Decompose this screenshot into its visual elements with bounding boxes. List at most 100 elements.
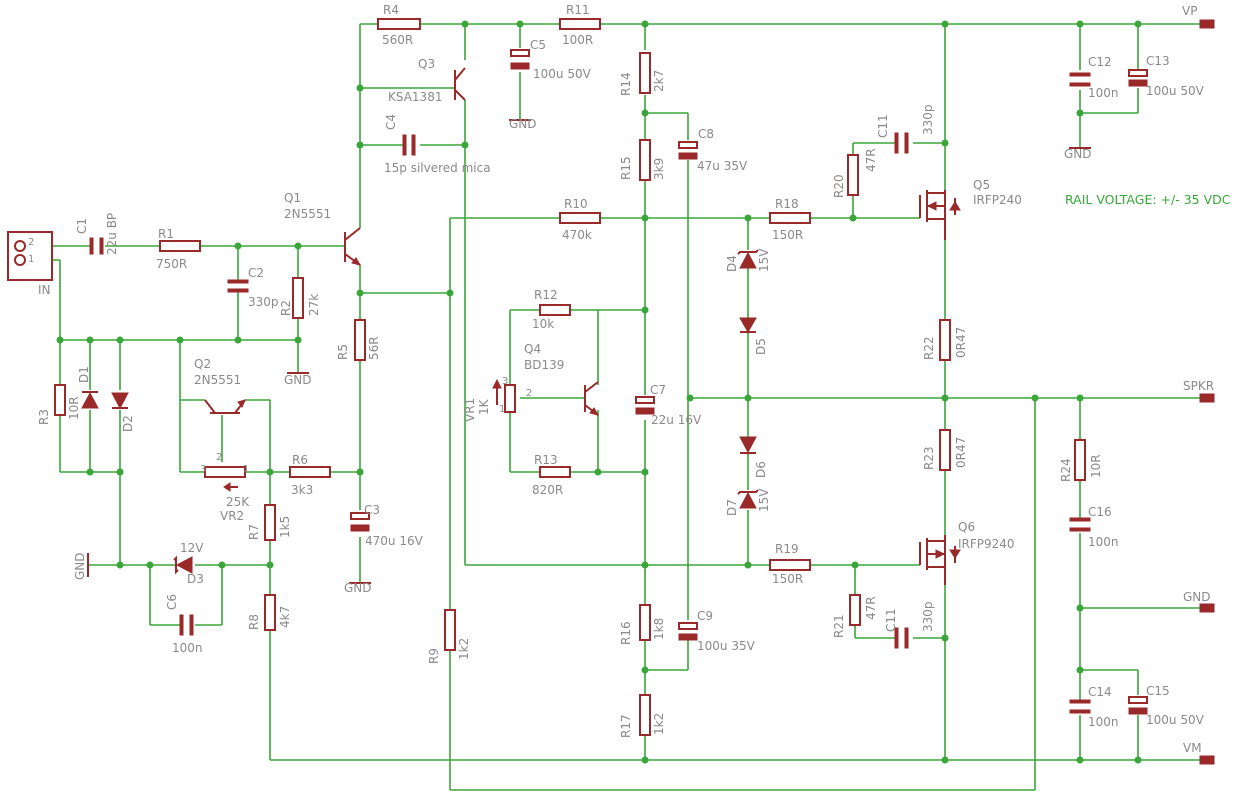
R16-ref: R16: [619, 621, 633, 645]
C12-ref: C12: [1088, 55, 1112, 69]
Q6-value: IRFP9240: [958, 537, 1015, 551]
R2-value: 27k: [307, 294, 321, 316]
C1-value: 22u BP: [105, 213, 119, 255]
C13-value: 100u 50V: [1146, 84, 1205, 98]
R16-value: 1k8: [652, 618, 666, 640]
R3-ref: R3: [37, 409, 51, 425]
rail-voltage-note: RAIL VOLTAGE: +/- 35 VDC: [1065, 192, 1231, 207]
R17-ref: R17: [619, 714, 633, 738]
diode-symbols: [81, 249, 759, 575]
Q5-ref: Q5: [973, 178, 990, 192]
net-spkr: SPKR: [1183, 379, 1214, 393]
net-vm: VM: [1183, 741, 1202, 755]
C3-ref: C3: [364, 503, 380, 517]
C1-ref: C1: [75, 218, 89, 234]
C6-ref: C6: [165, 594, 179, 610]
D3-ref: D3: [187, 572, 204, 586]
VR1-value: 1K: [477, 398, 491, 415]
D7-value: 15V: [757, 488, 771, 512]
input-connector: [7, 231, 53, 281]
R21-value: 47R: [864, 596, 878, 620]
R22-value: 0R47: [954, 327, 968, 358]
D3-value: 12V: [180, 541, 204, 555]
C7-ref: C7: [650, 383, 666, 397]
C10-ref: C11: [876, 114, 890, 138]
R18-ref: R18: [775, 197, 799, 211]
R23-ref: R23: [922, 446, 936, 470]
R8-ref: R8: [247, 614, 261, 630]
C14-ref: C14: [1088, 685, 1112, 699]
C15-value: 100u 50V: [1146, 713, 1205, 727]
R23-value: 0R47: [954, 437, 968, 468]
R21-ref: R21: [832, 614, 846, 638]
C7-value: 22u 16V: [651, 413, 702, 427]
labels: R4 560R R11 100R Q3 KSA1381 C5 100u 50V …: [28, 3, 1231, 755]
D2-ref: D2: [121, 415, 135, 432]
R3-value: 10R: [67, 396, 81, 420]
R14-value: 2k7: [652, 70, 666, 92]
R13-ref: R13: [534, 453, 558, 467]
R5-ref: R5: [336, 344, 350, 360]
Q3-value: KSA1381: [388, 90, 442, 104]
VR2-value: 25K: [226, 495, 250, 509]
R10-value: 470k: [562, 228, 592, 242]
net-vp: VP: [1182, 4, 1197, 18]
C14-value: 100n: [1088, 715, 1119, 729]
resistor-symbols: [54, 18, 1086, 736]
VR2-ref: VR2: [220, 509, 244, 523]
R20-value: 47R: [864, 148, 878, 172]
C9-value: 100u 35V: [697, 639, 756, 653]
R20-ref: R20: [832, 174, 846, 198]
R8-value: 4k7: [278, 606, 292, 628]
R4-value: 560R: [382, 33, 413, 47]
capacitor-symbols: [89, 49, 1148, 715]
Q4-value: BD139: [524, 358, 564, 372]
gnd-label-c12: GND: [1064, 147, 1092, 161]
wires: [20, 23, 1200, 791]
R19-value: 150R: [772, 572, 803, 586]
C8-ref: C8: [698, 127, 714, 141]
Q4-ref: Q4: [524, 342, 541, 356]
R7-value: 1k5: [278, 516, 292, 538]
vr2-pin-1: 1: [243, 464, 249, 475]
R22-ref: R22: [922, 336, 936, 360]
C5-value: 100u 50V: [533, 67, 592, 81]
Q1-value: 2N5551: [284, 207, 331, 221]
R4-ref: R4: [383, 3, 399, 17]
gnd-label-r2: GND: [284, 373, 312, 387]
gnd-net-label: GND: [73, 552, 87, 580]
C16-value: 100n: [1088, 535, 1119, 549]
C3-value: 470u 16V: [365, 534, 424, 548]
vr1-pin-3: 3: [502, 376, 508, 387]
D4-ref: D4: [725, 255, 739, 272]
R19-ref: R19: [775, 542, 799, 556]
Q1-ref: Q1: [284, 191, 301, 205]
vr2-pin-2: 2: [216, 452, 222, 463]
conn-pin-1: 1: [28, 254, 34, 265]
Q2-value: 2N5551: [194, 373, 241, 387]
C11-ref: C11: [884, 608, 898, 632]
D1-ref: D1: [77, 366, 91, 383]
R11-value: 100R: [562, 33, 593, 47]
R10-ref: R10: [564, 197, 588, 211]
R14-ref: R14: [619, 72, 633, 96]
R12-value: 10k: [532, 317, 554, 331]
C2-ref: C2: [248, 266, 264, 280]
C10-value: 330p: [921, 104, 935, 135]
VR1-ref: VR1: [463, 398, 477, 422]
C5-ref: C5: [530, 38, 546, 52]
C13-ref: C13: [1146, 54, 1170, 68]
misc-symbols: [7, 19, 1215, 765]
R9-value: 1k2: [457, 638, 471, 660]
vr2-pin-3: 3: [200, 464, 206, 475]
C11-value: 330p: [921, 601, 935, 632]
vr1-pin-2: 2: [526, 388, 532, 399]
R18-value: 150R: [772, 228, 803, 242]
C15-ref: C15: [1146, 684, 1170, 698]
R1-ref: R1: [158, 227, 174, 241]
R15-ref: R15: [619, 156, 633, 180]
R12-ref: R12: [534, 288, 558, 302]
R11-ref: R11: [566, 3, 590, 17]
